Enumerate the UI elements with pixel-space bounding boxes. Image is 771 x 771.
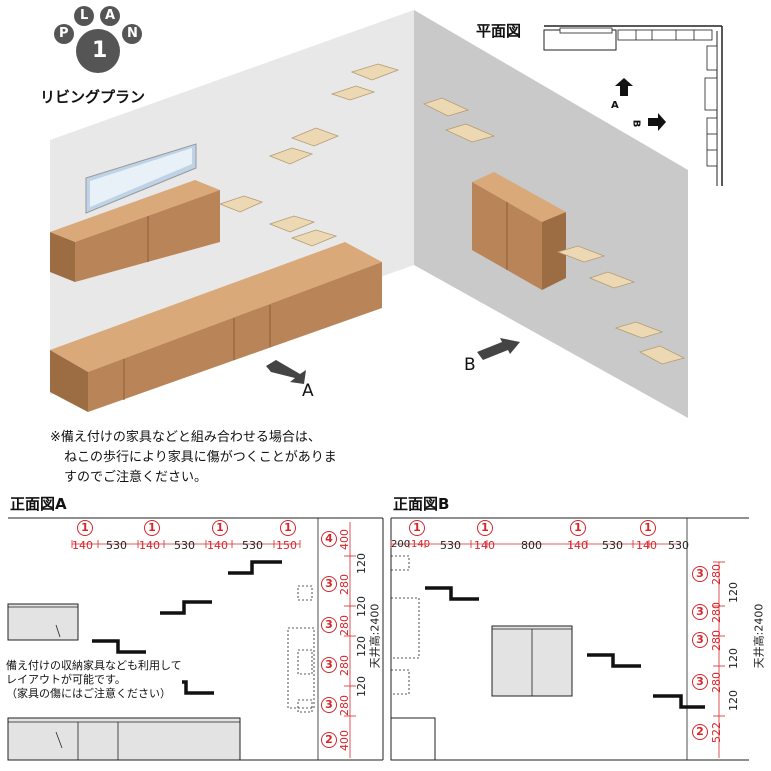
elevation-b-step-marker: 1: [409, 520, 425, 536]
caution-line-1: ※備え付けの家具などと組み合わせる場合は、: [50, 430, 321, 445]
elevation-b-height-marker: 3: [692, 674, 708, 690]
upper-cabinet: [50, 180, 220, 282]
elevation-a-vdim: 400: [338, 529, 351, 550]
elevation-b-ceiling: 天井高:2400: [752, 603, 766, 669]
plan-name: リビングプラン: [40, 88, 146, 106]
elevation-b-vdim-black: 120: [727, 690, 740, 711]
elevation-b-height-marker: 3: [692, 632, 708, 648]
elevation-a-height-marker: 3: [321, 576, 337, 592]
elevation-a-dim: 530: [242, 539, 263, 552]
furniture-note-line-3: （家具の傷にはご注意ください）: [6, 687, 171, 700]
elevation-b-vdim: 280: [710, 672, 723, 693]
elevation-b-height-marker: 2: [692, 724, 708, 740]
floorplan-arrow-a-icon: [615, 78, 633, 96]
elevation-a-vdim-black: 120: [355, 676, 368, 697]
elevation-a-dim: 140: [72, 539, 93, 552]
caution-note: ※備え付けの家具などと組み合わせる場合は、 ねこの歩行により家具に傷がつくことが…: [50, 428, 337, 488]
elevation-a-upper-cabinet: [7, 603, 79, 641]
elevation-b-step-marker: 1: [640, 520, 656, 536]
floorplan-label-a: A: [611, 100, 619, 111]
elevation-a-vdim: 280: [338, 574, 351, 595]
wall-cabinet: [472, 172, 566, 290]
elevation-b-dim: 140: [411, 539, 431, 550]
elevation-a-ceiling: 天井高:2400: [368, 603, 382, 669]
furniture-note-line-2: レイアウトが可能です。: [6, 673, 126, 686]
elevation-b-vdim-black: 120: [727, 582, 740, 603]
perspective-label-a: A: [302, 381, 314, 401]
arrow-a-icon: [266, 360, 306, 384]
elevation-a-vdim: 280: [338, 695, 351, 716]
elevation-b-dim: 530: [440, 539, 461, 552]
elevation-b-vdim: 280: [710, 602, 723, 623]
elevation-b-vdim: 280: [710, 564, 723, 585]
caution-line-3: すのでご注意ください。: [64, 470, 208, 485]
elevation-a-height-marker: 4: [321, 531, 337, 547]
floorplan-arrow-b-icon: [648, 113, 666, 131]
elevation-a-height-marker: 3: [321, 697, 337, 713]
room-perspective: [50, 10, 688, 418]
logo-letter-a: A: [105, 8, 116, 23]
cat-steps-right: [422, 97, 686, 365]
elevation-b-dim: 140: [636, 539, 657, 552]
elevation-a-step-marker: 1: [77, 520, 93, 536]
elevation-a-dim: 150: [276, 539, 297, 552]
cat-steps-left: [218, 63, 400, 247]
elevation-b-vdim-black: 120: [727, 648, 740, 669]
elevation-b-title: 正面図B: [393, 495, 450, 513]
elevation-a-dim: 530: [106, 539, 127, 552]
caution-line-2: ねこの歩行により家具に傷がつくことがありま: [64, 450, 337, 465]
elevation-b-drawing: [390, 517, 749, 761]
elevation-a-step-marker: 1: [144, 520, 160, 536]
perspective-label-b: B: [464, 355, 476, 375]
elevation-a-vdim: 400: [338, 730, 351, 751]
elevation-b-step-marker: 1: [477, 520, 493, 536]
elevation-b-dim: 530: [668, 539, 689, 552]
arrow-b-icon: [477, 338, 520, 360]
elevation-a-vdim-black: 120: [355, 553, 368, 574]
elevation-a-steps: [92, 560, 282, 695]
elevation-b-vdim: 280: [710, 630, 723, 651]
elevation-a-furniture-note: 備え付けの収納家具なども利用して レイアウトが可能です。 （家具の傷にはご注意く…: [6, 659, 182, 701]
elevation-b-height-marker: 3: [692, 566, 708, 582]
logo-number: 1: [92, 38, 108, 63]
furniture-note-line-1: 備え付けの収納家具なども利用して: [6, 659, 182, 672]
elevation-b-step-marker: 1: [570, 520, 586, 536]
floorplan-label-b: B: [630, 119, 642, 128]
elevation-a-vdim: 280: [338, 655, 351, 676]
elevation-a-height-marker: 3: [321, 657, 337, 673]
lower-cabinet: [50, 242, 382, 412]
elevation-a-vdim: 280: [338, 615, 351, 636]
elevation-b-dim: 140: [567, 539, 588, 552]
elevation-a-height-marker: 3: [321, 617, 337, 633]
elevation-a-drawing: [7, 517, 384, 761]
floorplan-title: 平面図: [476, 22, 522, 40]
floorplan: [543, 25, 723, 186]
elevation-b-dim: 200: [391, 539, 411, 550]
elevation-a-step-marker: 1: [212, 520, 228, 536]
elevation-a-height-marker: 2: [321, 732, 337, 748]
logo-letter-n: N: [127, 26, 138, 41]
plan-logo: P L A N 1: [50, 4, 150, 84]
logo-letter-p: P: [59, 26, 69, 41]
elevation-b-steps: [425, 586, 705, 709]
elevation-b-dim: 530: [602, 539, 623, 552]
logo-letter-l: L: [80, 8, 89, 23]
elevation-b-vdim: 522: [710, 722, 723, 743]
elevation-a-dim: 140: [207, 539, 228, 552]
elevation-b-height-marker: 3: [692, 604, 708, 620]
elevation-a-dim: 530: [174, 539, 195, 552]
elevation-a-title: 正面図A: [10, 495, 67, 513]
elevation-b-dim: 800: [521, 539, 542, 552]
elevation-a-lower-cabinet: [7, 717, 241, 761]
elevation-a-step-marker: 1: [280, 520, 296, 536]
elevation-b-dim: 140: [474, 539, 495, 552]
elevation-a-dim: 140: [139, 539, 160, 552]
